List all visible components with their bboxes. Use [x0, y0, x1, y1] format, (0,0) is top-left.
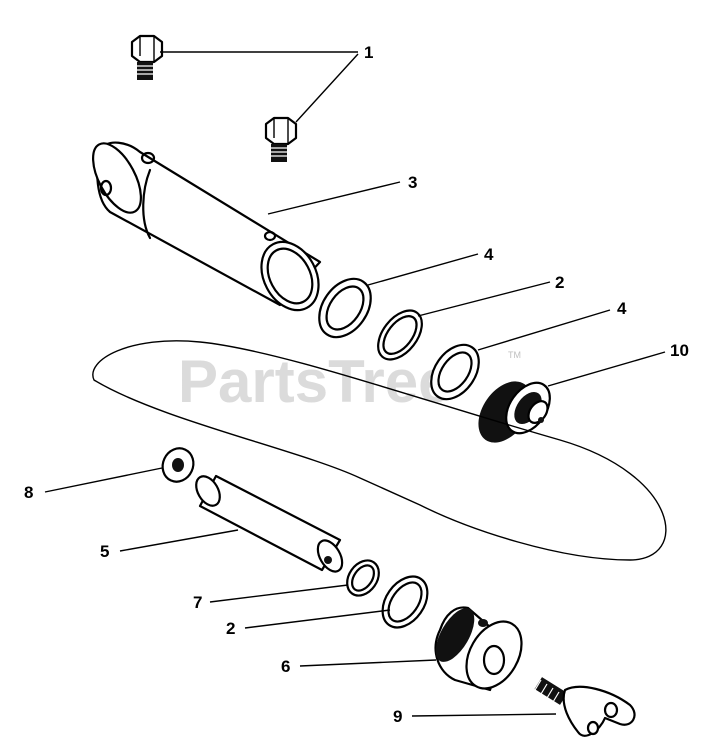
callout-7: 7	[193, 593, 202, 612]
part-cylinder-body-3[interactable]	[83, 136, 330, 320]
part-seal-4b[interactable]	[421, 336, 488, 408]
callout-4b: 4	[617, 299, 627, 318]
part-gland-6[interactable]	[428, 602, 533, 698]
callout-2a: 2	[555, 273, 564, 292]
part-oring-2a[interactable]	[369, 302, 430, 367]
part-clevis-9[interactable]	[534, 677, 636, 737]
callout-4a: 4	[484, 245, 494, 264]
part-bolt-1a[interactable]	[130, 34, 164, 80]
callout-5: 5	[100, 542, 109, 561]
part-oring-7[interactable]	[341, 554, 386, 601]
callout-3: 3	[408, 173, 417, 192]
callout-1: 1	[364, 43, 373, 62]
part-oring-2b[interactable]	[373, 568, 436, 636]
part-rod-5[interactable]	[191, 472, 347, 576]
callout-10: 10	[670, 341, 689, 360]
part-seal-4a[interactable]	[309, 269, 382, 347]
part-washer-8[interactable]	[157, 443, 199, 486]
watermark-trademark: TM	[508, 350, 521, 360]
callout-6: 6	[281, 657, 290, 676]
callout-8: 8	[24, 483, 33, 502]
leader-lines	[44, 51, 666, 717]
part-piston-10[interactable]	[467, 372, 558, 453]
callout-2b: 2	[226, 619, 235, 638]
watermark-logo: PartsTree	[178, 348, 452, 415]
callout-9: 9	[393, 707, 402, 726]
part-bolt-1b[interactable]	[264, 116, 298, 162]
assembly-loop-outline	[92, 340, 667, 561]
